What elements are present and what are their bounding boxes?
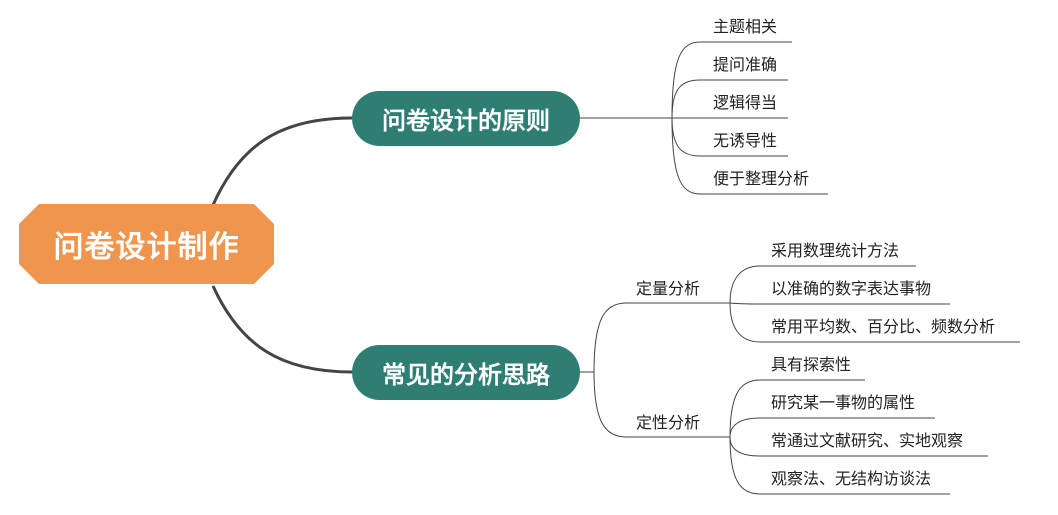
group-qualitative[interactable]: 定性分析	[636, 413, 701, 432]
qualitative-item[interactable]: 研究某一事物的属性	[771, 393, 916, 412]
principles-tree	[580, 41, 828, 195]
quantitative-item[interactable]: 常用平均数、百分比、频数分析	[771, 317, 996, 336]
principle-item[interactable]: 逻辑得当	[713, 93, 778, 112]
qualitative-item[interactable]: 常通过文献研究、实地观察	[771, 431, 964, 450]
topic-analysis[interactable]: 常见的分析思路	[352, 345, 580, 400]
connector-root-to-principles	[211, 116, 353, 206]
principle-item[interactable]: 主题相关	[713, 17, 778, 36]
central-topic[interactable]: 问卷设计制作	[19, 204, 274, 284]
topic-principles[interactable]: 问卷设计的原则	[352, 91, 580, 146]
principle-item[interactable]: 便于整理分析	[713, 169, 810, 188]
qualitative-item[interactable]: 具有探索性	[771, 355, 852, 374]
group-quantitative[interactable]: 定量分析	[636, 279, 701, 298]
quantitative-item[interactable]: 以准确的数字表达事物	[771, 279, 932, 298]
analysis-tree	[580, 265, 1020, 495]
principle-item[interactable]: 无诱导性	[713, 131, 778, 150]
connector-root-to-analysis	[211, 285, 353, 374]
qualitative-item[interactable]: 观察法、无结构访谈法	[771, 469, 932, 488]
principle-item[interactable]: 提问准确	[713, 55, 778, 74]
quantitative-item[interactable]: 采用数理统计方法	[771, 241, 900, 260]
